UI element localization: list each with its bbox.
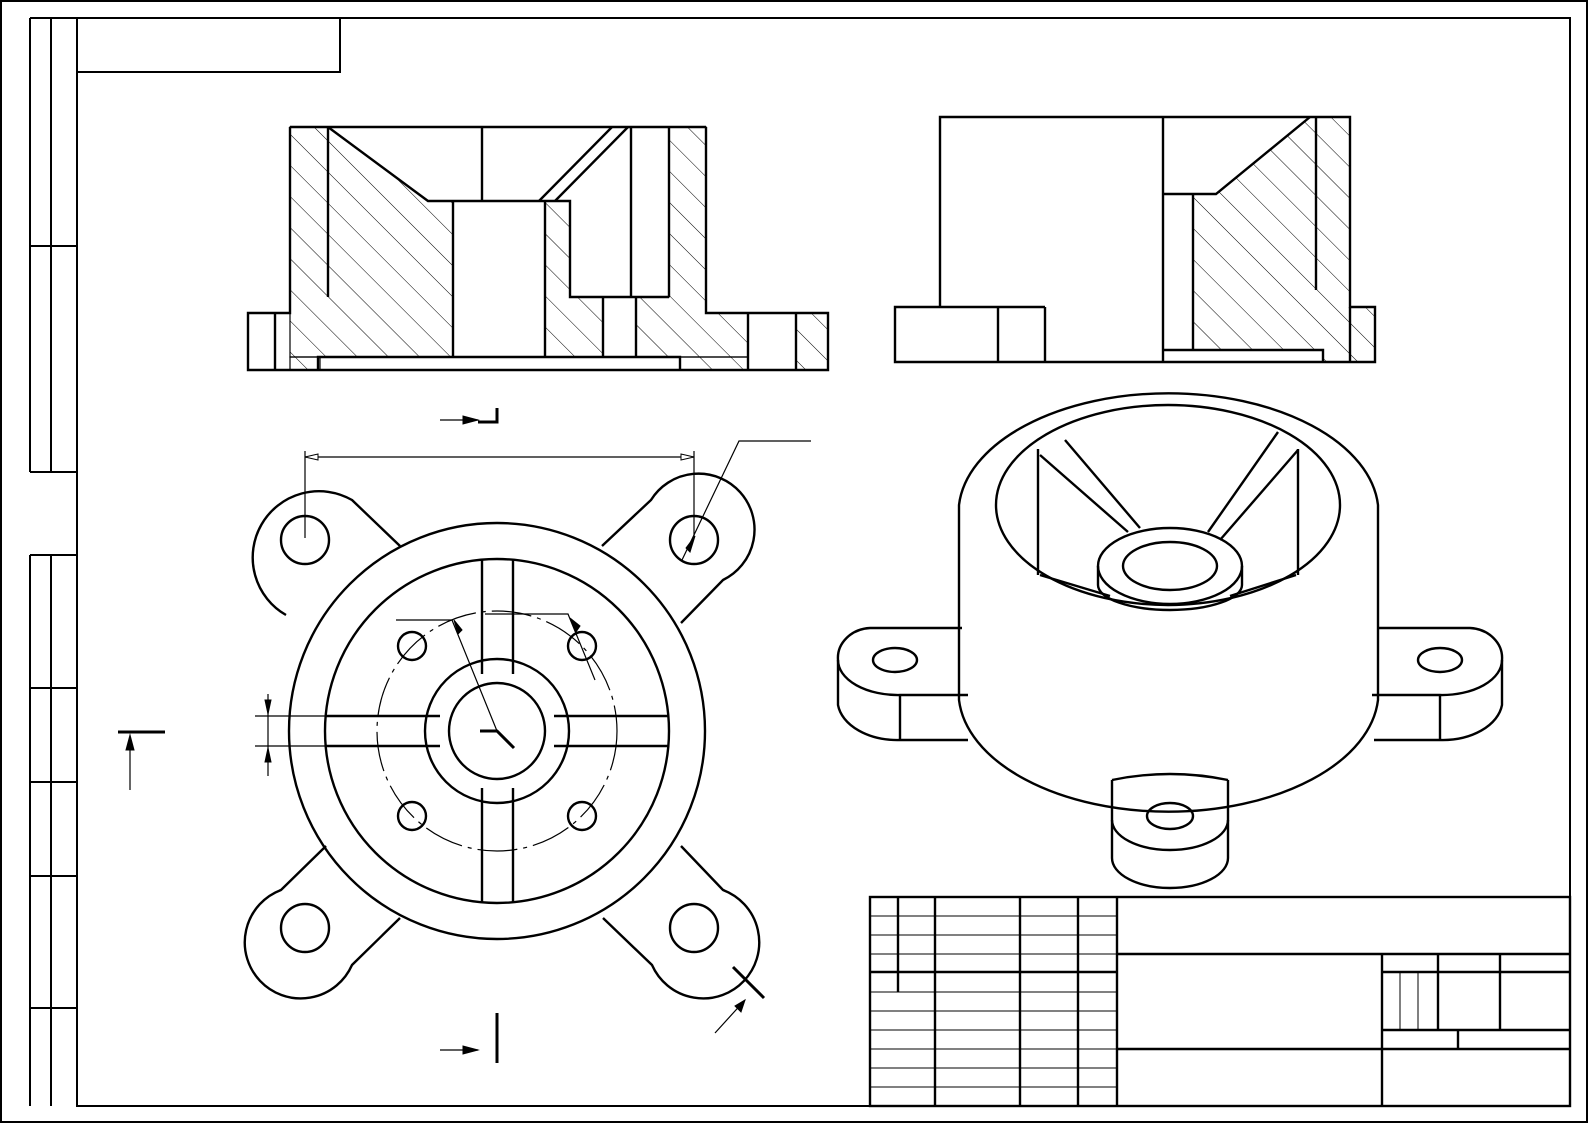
iso-ear-hole	[1145, 801, 1195, 831]
iso-rib	[1207, 431, 1279, 533]
inner-bowl-circle	[323, 557, 671, 905]
iso-bottom-ear-top	[1110, 772, 1230, 852]
hole-leader	[681, 440, 811, 561]
flange-hole	[279, 902, 331, 954]
iso-rib	[1039, 573, 1111, 598]
iso-bottom-ear	[1110, 780, 1230, 890]
iso-hub-side	[1096, 566, 1244, 612]
arrowhead	[304, 453, 319, 461]
arrowhead	[462, 1045, 480, 1055]
left-margin-strip-top	[29, 17, 77, 473]
side-section-view	[893, 115, 1377, 364]
iso-body-outline	[957, 392, 1380, 813]
isometric-view	[836, 392, 1504, 890]
front-section-view	[246, 125, 830, 372]
bolt-circle-centerline	[376, 610, 618, 852]
arrowhead	[264, 747, 272, 763]
iso-bowl-rim	[994, 403, 1342, 607]
hub-outer-circle	[423, 657, 571, 805]
iso-left-ear-top	[836, 659, 968, 740]
iso-ear-hole	[871, 646, 919, 674]
top-view	[243, 472, 761, 1000]
bolt-hole	[396, 800, 428, 832]
iso-rib	[1229, 573, 1297, 598]
arrowhead	[569, 617, 581, 634]
top-left-stamp-box	[77, 18, 341, 73]
left-margin-strip-bottom	[29, 554, 77, 1106]
bolt-radius-leader	[396, 619, 498, 732]
bolt-hole	[566, 630, 598, 662]
hub-center-mark	[480, 729, 516, 750]
arrowhead	[125, 733, 135, 751]
front-section-outline	[246, 125, 830, 372]
arrowhead	[453, 619, 463, 635]
arrowheads	[125, 415, 746, 1055]
title-block-frame	[868, 895, 1572, 1108]
bolt-hole	[396, 630, 428, 662]
arrowhead	[734, 998, 746, 1013]
flange-outline	[243, 472, 761, 1000]
hub-bore-circle	[447, 681, 547, 781]
iso-hub-bore	[1121, 540, 1219, 592]
side-section-outline	[893, 115, 1377, 364]
iso-ear-hole	[1416, 646, 1464, 674]
iso-rib	[1064, 439, 1141, 529]
section-mark-top	[478, 408, 499, 424]
dimension-lines	[129, 419, 811, 1051]
iso-right-ear	[1374, 626, 1504, 742]
drawing-frame	[76, 17, 1571, 1107]
iso-rib	[1039, 454, 1129, 533]
bolt-hole	[566, 800, 598, 832]
arrowhead	[462, 415, 480, 425]
iso-left-ear	[836, 626, 968, 742]
front-section-hatching	[289, 126, 829, 371]
arrowhead	[680, 453, 695, 461]
section-marks	[118, 408, 766, 1063]
flange-hole	[668, 902, 720, 954]
title-block	[868, 895, 1572, 1108]
section-mark-bottom-right	[731, 965, 766, 1000]
iso-hub-top	[1096, 526, 1244, 606]
arrowhead	[264, 699, 272, 715]
ribs	[325, 560, 669, 903]
iso-right-ear-top	[1372, 659, 1504, 740]
iso-rib	[1219, 449, 1299, 541]
arrowhead	[685, 535, 696, 553]
outer-body-circle	[287, 521, 707, 941]
side-section-hatching	[1192, 116, 1376, 363]
bolt-hole-leader	[485, 613, 596, 681]
